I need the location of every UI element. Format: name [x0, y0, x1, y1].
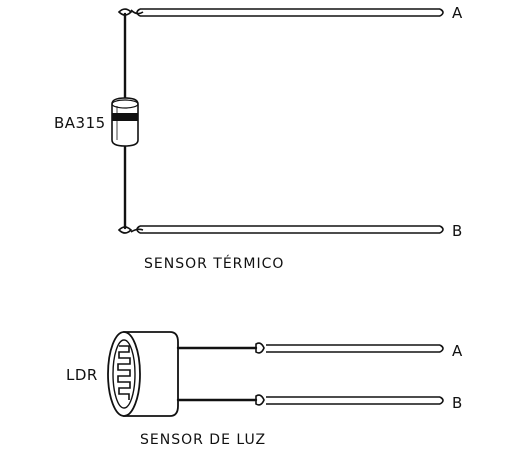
conductor-b-top — [136, 225, 444, 234]
terminal-b-label-light: B — [452, 394, 463, 412]
terminal-b-label-thermal: B — [452, 222, 463, 240]
diode-label: BA315 — [54, 114, 106, 132]
ldr-lead-b — [176, 394, 444, 406]
ldr-lead-a — [176, 342, 444, 354]
ldr-serpentine-track — [117, 345, 131, 400]
terminal-a-label-light: A — [452, 342, 463, 360]
ldr-label: LDR — [66, 366, 98, 384]
thermal-sensor: BA315 A B SENSOR TÉRMICO — [54, 4, 463, 272]
diode-ba315 — [111, 97, 139, 147]
light-sensor: LDR A B SENSOR DE LUZ — [66, 331, 463, 448]
cathode-band — [112, 113, 138, 121]
light-sensor-caption: SENSOR DE LUZ — [140, 432, 266, 448]
thermal-sensor-caption: SENSOR TÉRMICO — [144, 255, 284, 272]
terminal-a-label-thermal: A — [452, 4, 463, 22]
ldr-body — [107, 331, 179, 417]
conductor-a-top — [136, 8, 444, 17]
